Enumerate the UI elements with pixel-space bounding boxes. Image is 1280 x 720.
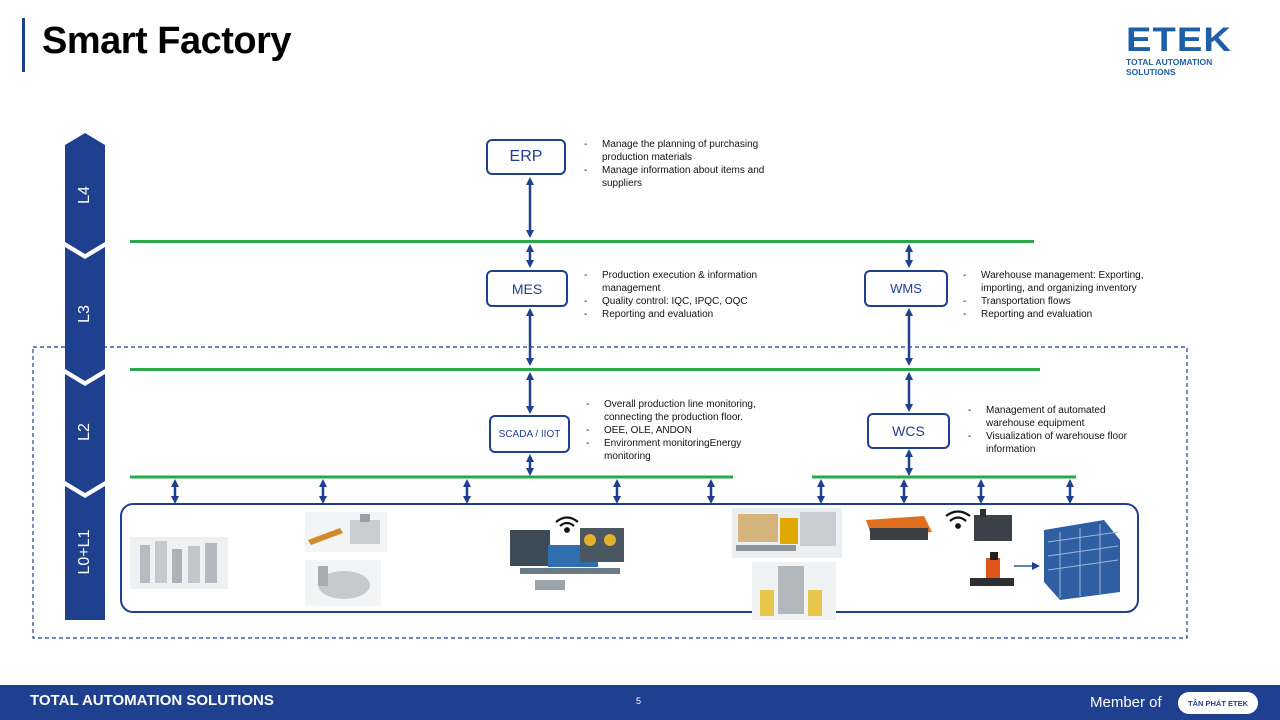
mes-description: Production execution & information manag… bbox=[584, 269, 774, 321]
equipment-mixer-image bbox=[305, 560, 381, 606]
wifi-icon-2 bbox=[945, 510, 971, 529]
scada-desc-item: Environment monitoringEnergy monitoring bbox=[586, 437, 776, 463]
equipment-forklift-image bbox=[970, 552, 1014, 586]
scope-dashed-box bbox=[32, 346, 1188, 639]
footer-tagline: TOTAL AUTOMATION SOLUTIONS bbox=[30, 692, 274, 709]
level-label-l2: L2 bbox=[76, 423, 93, 441]
scada-desc-item: OEE, OLE, ANDON bbox=[586, 424, 776, 437]
erp-description: Manage the planning of purchasing produc… bbox=[584, 138, 784, 190]
level-band-l2 bbox=[65, 374, 105, 493]
mes-desc-item: Quality control: IQC, IPQC, OQC bbox=[584, 295, 774, 308]
page-number: 5 bbox=[636, 696, 642, 706]
erp-desc-item: Manage the planning of purchasing produc… bbox=[584, 138, 784, 164]
wms-box[interactable]: WMS bbox=[864, 270, 948, 307]
erp-desc-item: Manage information about items and suppl… bbox=[584, 164, 784, 190]
logo-subtitle: TOTAL AUTOMATION SOLUTIONS bbox=[1126, 57, 1213, 77]
level-label-l0l1: L0+L1 bbox=[76, 529, 93, 575]
title-accent-bar bbox=[22, 18, 25, 72]
wifi-icon bbox=[555, 516, 579, 533]
wms-desc-item: Reporting and evaluation bbox=[963, 308, 1168, 321]
mes-box[interactable]: MES bbox=[486, 270, 568, 307]
level-label-l3: L3 bbox=[76, 305, 93, 323]
equipment-robot-palletizer-image bbox=[732, 508, 842, 558]
partner-logo: TÂN PHÁT ETEK bbox=[1178, 692, 1258, 714]
partner-logo-text: TÂN PHÁT ETEK bbox=[1188, 698, 1248, 708]
scada-iiot-description: Overall production line monitoring, conn… bbox=[586, 398, 776, 463]
mes-desc-item: Reporting and evaluation bbox=[584, 308, 774, 321]
wcs-box[interactable]: WCS bbox=[867, 413, 950, 449]
equipment-controller-image bbox=[974, 509, 1012, 541]
equipment-tanks-image bbox=[130, 537, 228, 589]
scada-desc-item: Overall production line monitoring, conn… bbox=[586, 398, 776, 424]
erp-label: ERP bbox=[509, 148, 543, 165]
mes-desc-item: Production execution & information manag… bbox=[584, 269, 774, 295]
wms-description: Warehouse management: Exporting, importi… bbox=[963, 269, 1168, 321]
logo-wordmark: ETEK bbox=[1126, 21, 1233, 59]
level-label-l4: L4 bbox=[76, 186, 93, 204]
equipment-conveyor-image bbox=[305, 512, 387, 552]
wcs-description: Management of automated warehouse equipm… bbox=[968, 404, 1153, 456]
wms-label: WMS bbox=[890, 281, 922, 296]
architecture-diagram bbox=[32, 133, 1188, 639]
member-of-label: Member of bbox=[1090, 694, 1162, 711]
wms-desc-item: Transportation flows bbox=[963, 295, 1168, 308]
equipment-production-line-image bbox=[510, 528, 624, 590]
wms-desc-item: Warehouse management: Exporting, importi… bbox=[963, 269, 1168, 295]
level-band-l0l1 bbox=[65, 486, 105, 620]
wcs-desc-item: Management of automated warehouse equipm… bbox=[968, 404, 1153, 430]
footer-bar bbox=[0, 685, 1280, 720]
level-band-l4 bbox=[65, 133, 105, 254]
scada-iiot-box[interactable]: SCADA / IIOT bbox=[489, 415, 570, 453]
page-title: Smart Factory bbox=[42, 20, 292, 62]
equipment-agv-image bbox=[866, 516, 932, 540]
mes-label: MES bbox=[511, 280, 543, 297]
etek-logo: ETEK TOTAL AUTOMATION SOLUTIONS bbox=[1126, 22, 1250, 77]
erp-box[interactable]: ERP bbox=[486, 139, 566, 175]
equipment-stacker-image bbox=[752, 562, 836, 620]
equipment-storage-rack-image bbox=[1044, 520, 1120, 600]
scada-iiot-label: SCADA / IIOT bbox=[498, 428, 561, 440]
wcs-desc-item: Visualization of warehouse floor informa… bbox=[968, 430, 1153, 456]
wcs-label: WCS bbox=[892, 423, 925, 439]
